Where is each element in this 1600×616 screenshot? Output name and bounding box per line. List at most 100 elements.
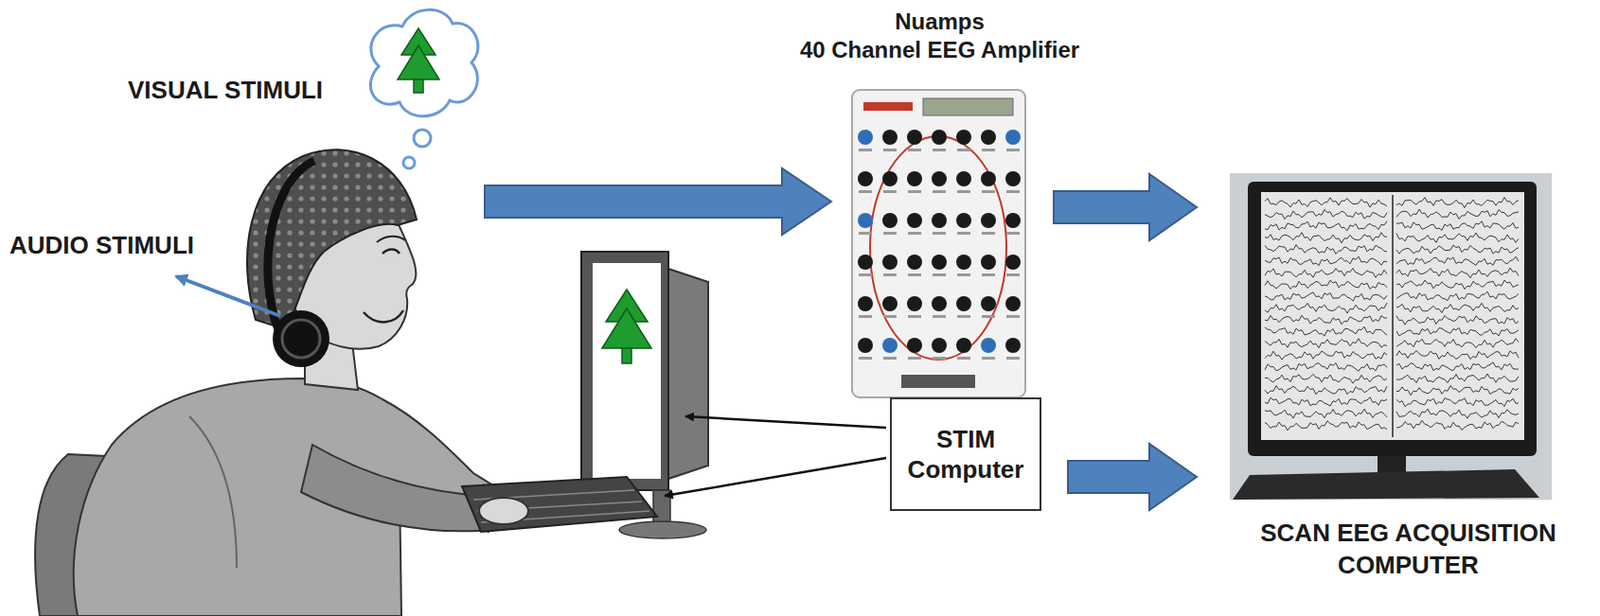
eeg-trace <box>1396 256 1519 266</box>
monitor-base <box>619 521 707 539</box>
eeg-trace <box>1264 338 1387 349</box>
socket-mark <box>907 273 922 277</box>
socket <box>857 296 873 312</box>
socket <box>882 213 898 229</box>
node-caption: SCAN EEG ACQUISITION COMPUTER <box>1221 517 1596 583</box>
socket-mark <box>1006 148 1020 152</box>
monitor-bezel <box>1247 181 1537 457</box>
eeg-trace <box>1264 209 1387 219</box>
socket <box>980 213 996 229</box>
photo-spacer <box>1221 173 1596 518</box>
eeg-trace <box>1396 362 1519 372</box>
amplifier-logo <box>863 102 913 111</box>
eeg-trace <box>1396 197 1519 209</box>
eeg-trace <box>1264 373 1387 384</box>
eeg-trace <box>1264 421 1387 431</box>
eeg-trace <box>1396 338 1519 349</box>
headphone-cup <box>272 310 330 368</box>
socket <box>956 171 972 187</box>
socket-mark <box>907 231 922 235</box>
eyebrow <box>376 236 406 243</box>
tree-icon <box>602 289 652 364</box>
process-box: STIM Computer <box>889 397 1042 512</box>
keyboard-link <box>664 458 887 497</box>
socket <box>906 213 923 229</box>
socket <box>906 254 923 270</box>
socket-mark <box>1006 315 1020 319</box>
eeg-trace <box>1396 280 1519 290</box>
eeg-trace <box>1396 408 1519 419</box>
eeg-trace <box>1396 221 1519 232</box>
socket-mark <box>883 231 897 235</box>
socket <box>906 171 923 187</box>
socket <box>1005 337 1021 354</box>
socket-mark <box>883 190 897 194</box>
eeg-trace <box>1264 315 1387 324</box>
socket <box>931 254 947 270</box>
eeg-trace <box>1396 373 1519 384</box>
box-label: STIM Computer <box>901 424 1031 486</box>
socket-mark <box>858 273 872 277</box>
thought-dot <box>403 157 415 169</box>
eeg-trace <box>1396 245 1519 254</box>
socket <box>906 337 923 354</box>
socket <box>931 213 947 229</box>
socket <box>882 337 898 354</box>
socket-mark <box>907 190 922 194</box>
eeg-trace <box>1396 386 1519 396</box>
socket-mark <box>981 190 996 194</box>
socket-mark <box>1006 190 1020 194</box>
eeg-trace <box>1264 386 1387 395</box>
socket-mark <box>981 148 996 152</box>
eeg-trace <box>1264 197 1387 208</box>
eeg-trace <box>1264 397 1387 408</box>
socket <box>931 129 947 145</box>
eeg-trace <box>1396 351 1519 360</box>
audio-arrow <box>176 276 281 317</box>
socket <box>857 129 873 145</box>
smile <box>363 310 404 322</box>
eeg-trace <box>1264 221 1387 232</box>
socket-mark <box>981 356 996 360</box>
socket-mark <box>907 148 922 152</box>
tree-icon <box>397 28 440 93</box>
hand <box>479 497 529 525</box>
socket-mark <box>858 148 872 152</box>
eeg-trace <box>1264 268 1387 279</box>
socket <box>1005 213 1021 229</box>
socket-mark <box>932 273 946 277</box>
socket-mark <box>932 356 946 360</box>
head-outline <box>870 136 1007 360</box>
socket-mark <box>883 148 897 152</box>
socket-mark <box>981 231 996 235</box>
keyboard <box>1232 469 1540 500</box>
eeg-trace <box>1264 363 1387 373</box>
thought-bubble <box>370 9 478 116</box>
socket-mark <box>858 231 872 235</box>
keyboard <box>462 477 658 533</box>
socket <box>1005 171 1021 187</box>
eeg-trace <box>1396 327 1519 337</box>
eeg-trace <box>1264 292 1387 302</box>
socket <box>980 254 996 270</box>
socket <box>882 171 898 187</box>
socket-mark <box>907 315 922 319</box>
socket <box>956 254 972 270</box>
socket <box>1005 254 1021 270</box>
socket-mark <box>957 315 971 319</box>
eye <box>382 249 400 255</box>
monitor-body <box>662 266 709 481</box>
socket-mark <box>1006 356 1020 360</box>
torso <box>73 378 504 616</box>
monitor-stand <box>1377 456 1406 474</box>
screen-divider <box>1391 195 1394 438</box>
eeg-trace <box>1396 209 1519 219</box>
amplifier-device <box>852 89 1026 398</box>
socket <box>906 296 923 312</box>
flow-arrow <box>1053 174 1197 241</box>
socket <box>857 254 873 270</box>
monitor-screen <box>1261 192 1525 441</box>
socket <box>857 337 873 354</box>
monitor-screen <box>592 263 661 480</box>
